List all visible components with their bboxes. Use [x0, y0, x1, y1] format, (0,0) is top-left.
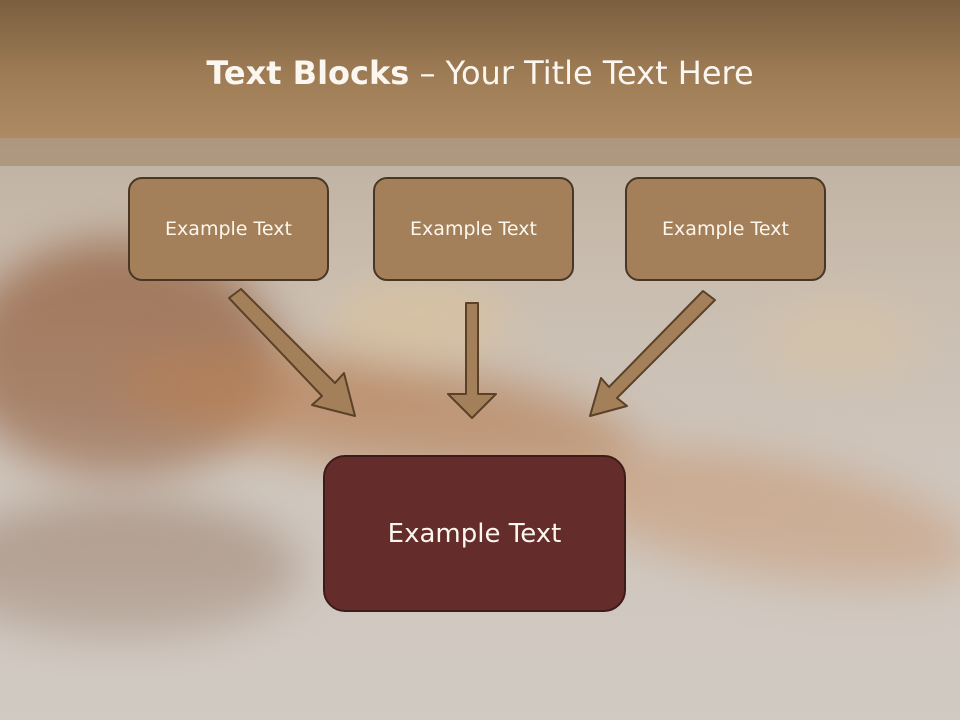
text-block-2-label: Example Text: [410, 218, 537, 240]
title-bold-text: Text Blocks: [206, 54, 410, 92]
arrow-right-down-icon: [589, 290, 716, 417]
target-text-block-label: Example Text: [387, 518, 562, 549]
target-text-block[interactable]: Example Text: [323, 455, 626, 612]
slide-title: Text Blocks – Your Title Text Here: [0, 54, 960, 92]
title-bar: [0, 0, 960, 138]
arrow-left-down-icon: [228, 288, 356, 417]
text-block-1[interactable]: Example Text: [128, 177, 329, 281]
arrow-down-icon: [447, 302, 497, 419]
text-block-1-label: Example Text: [165, 218, 292, 240]
title-rest-text: – Your Title Text Here: [409, 54, 754, 92]
text-block-3-label: Example Text: [662, 218, 789, 240]
title-bar-strip: [0, 138, 960, 166]
text-block-2[interactable]: Example Text: [373, 177, 574, 281]
text-block-3[interactable]: Example Text: [625, 177, 826, 281]
